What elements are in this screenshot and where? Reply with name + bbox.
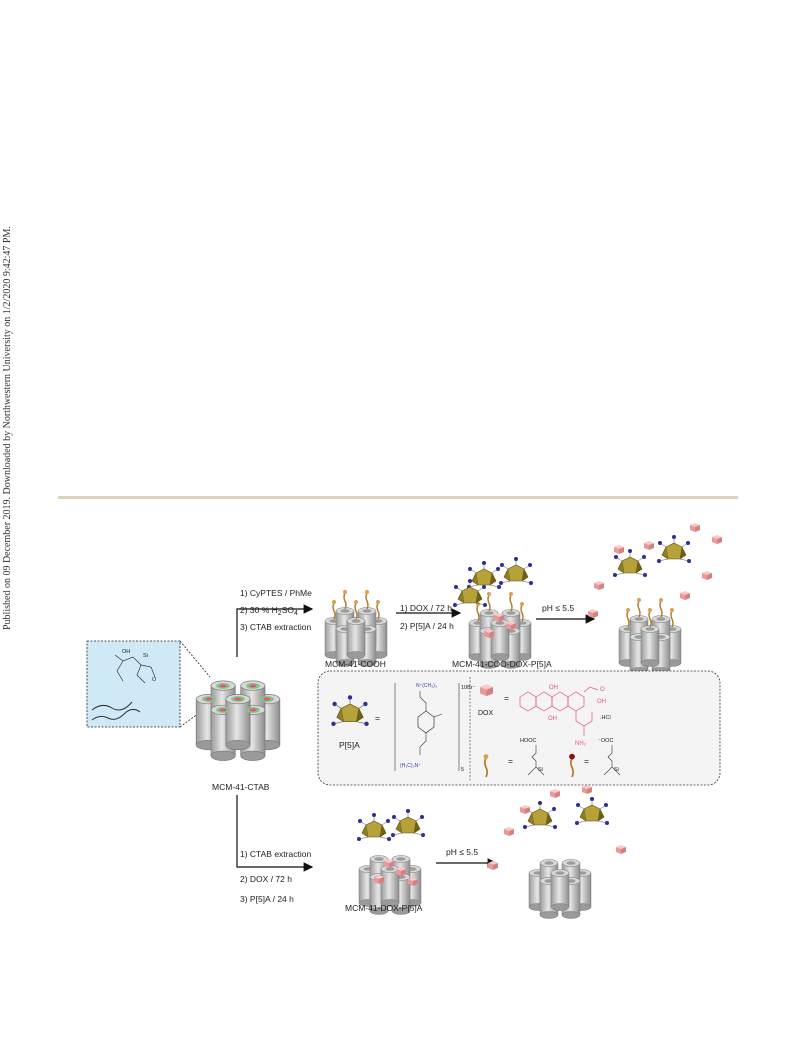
p5a-bottom-group: (H₃C)₃N⁺ — [400, 763, 421, 769]
dox-acid-oh: OH — [597, 699, 606, 705]
lower-step-1: 1) CTAB extraction — [240, 849, 311, 859]
dox-top-oh: OH — [549, 685, 558, 691]
mcm-cooh-particle — [325, 589, 387, 667]
lower-release-condition: pH ≤ 5.5 — [446, 847, 478, 857]
page-divider — [58, 496, 738, 499]
synthesis-scheme: OH Si O MCM-41-CTAB 1) CyPTES / PhMe — [86, 523, 722, 925]
publication-note: Published on 09 December 2019. Downloade… — [0, 0, 24, 1039]
upper-step-3: 3) CTAB extraction — [240, 622, 311, 632]
mcm-coo-dox-label: MCM-41-COO-DOX-P[5]A — [452, 659, 552, 669]
middle-step-1: 1) DOX / 72 h — [400, 603, 452, 613]
p5a-counterion: 10Br⁻ — [461, 685, 476, 691]
upper-released-particle — [588, 523, 722, 675]
mcm-cooh-label: MCM-41-COOH — [325, 659, 386, 669]
mcm-coo-dox-particle — [452, 556, 534, 669]
lower-step-3: 3) P[5]A / 24 h — [240, 894, 294, 904]
dox-hcl: .HCl — [600, 715, 611, 721]
lower-step-2: 2) DOX / 72 h — [240, 874, 292, 884]
carboxyl-linker-structure — [527, 745, 545, 776]
upper-release-condition: pH ≤ 5.5 — [542, 603, 574, 613]
inset-oh-label: OH — [122, 649, 130, 655]
upper-step-2: 2) 30 % H2SO4 — [240, 605, 298, 617]
carboxylate-linker-structure — [603, 745, 621, 776]
publication-note-text: Published on 09 December 2019. Downloade… — [2, 226, 13, 630]
dox-acid-o: O — [600, 687, 605, 693]
lower-released-particle — [488, 785, 626, 919]
hooc-label: HOOC — [520, 738, 537, 744]
dox-equals: = — [504, 693, 509, 703]
carboxylate-si-label: Si — [614, 767, 619, 773]
mcm-ctab-label: MCM-41-CTAB — [212, 782, 270, 792]
inset-si-label: Si — [143, 653, 148, 659]
p5a-structure: N⁺(CH₃)₃ 10Br⁻ (H₃C)₃N⁺ 5 — [394, 683, 476, 773]
p5a-equals: = — [375, 713, 380, 723]
ooc-label: ⁻OOC — [598, 738, 613, 744]
dox-nh2: NH₂ — [575, 741, 587, 747]
inset-o-label: O — [152, 677, 157, 683]
lower-pathway-arrow — [236, 795, 314, 872]
upper-pathway-arrow — [236, 604, 314, 657]
p5a-legend-label: P[5]A — [339, 740, 360, 750]
middle-step-2: 2) P[5]A / 24 h — [400, 621, 454, 631]
carboxylate-linker-icon — [569, 753, 575, 778]
upper-step-1: 1) CyPTES / PhMe — [240, 588, 312, 598]
dox-bottom-oh: OH — [548, 716, 557, 722]
mcm-dox-particle — [356, 808, 426, 915]
carboxyl-linker-equals: = — [508, 756, 513, 766]
dox-structure — [519, 686, 599, 736]
p5a-repeat: 5 — [461, 767, 464, 773]
legend-panel: P[5]A = N⁺(CH₃)₃ 10Br⁻ (H₃C)₃N⁺ 5 DOX = — [317, 670, 721, 786]
mcm-dox-label: MCM-41-DOX-P[5]A — [345, 903, 423, 913]
dox-legend-label: DOX — [478, 710, 494, 717]
linker-si-label: Si — [538, 767, 543, 773]
mcm-ctab-particle — [196, 681, 280, 761]
carboxylate-linker-equals: = — [584, 756, 589, 766]
surface-inset: OH Si O — [86, 640, 211, 728]
p5a-top-group: N⁺(CH₃)₃ — [416, 683, 437, 689]
